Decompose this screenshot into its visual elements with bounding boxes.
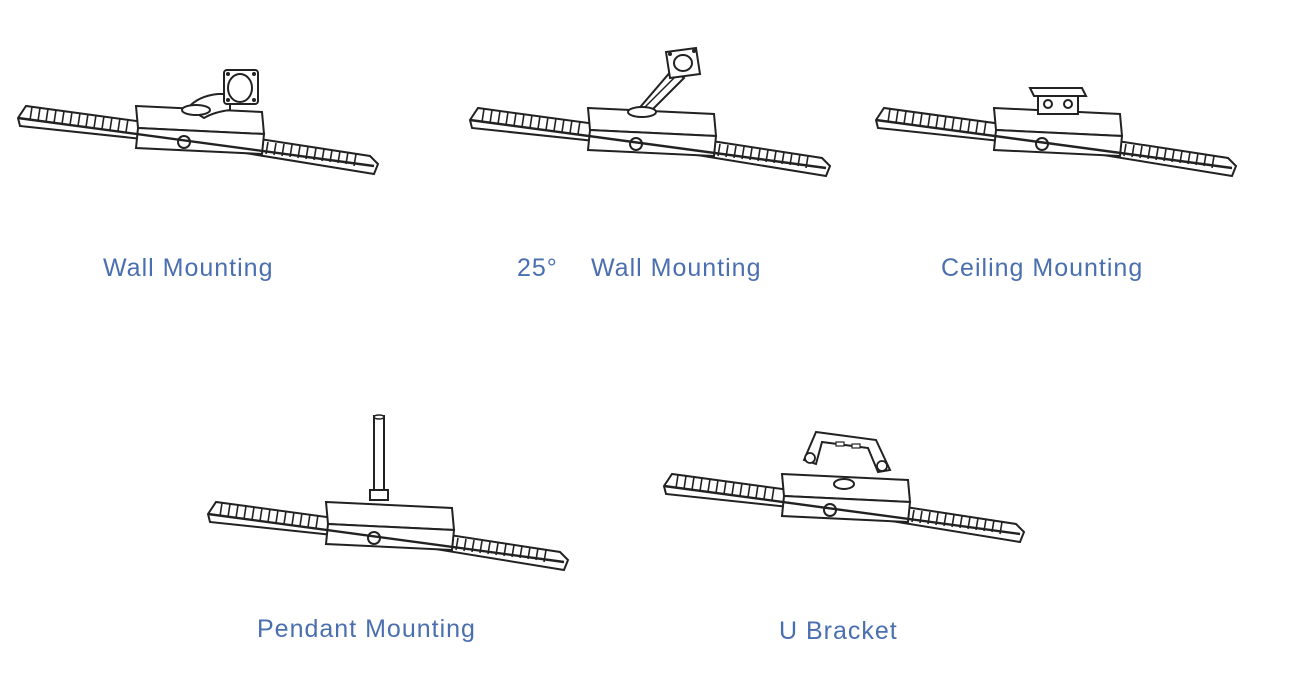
angled-wall-mount-fixture-icon: [468, 44, 832, 194]
wall-mount-fixture-icon: [16, 58, 380, 192]
u-bracket-fixture-icon: [662, 430, 1026, 570]
caption-pendant-mounting: Pendant Mounting: [257, 615, 476, 643]
caption-angled-wall-mounting: Wall Mounting: [591, 254, 762, 282]
caption-ceiling-mounting: Ceiling Mounting: [941, 254, 1144, 282]
caption-angle-prefix: 25°: [517, 254, 558, 282]
caption-u-bracket: U Bracket: [779, 617, 898, 645]
pendant-mount-fixture-icon: [206, 414, 570, 574]
caption-wall-mounting: Wall Mounting: [103, 254, 274, 282]
ceiling-mount-fixture-icon: [874, 82, 1238, 194]
